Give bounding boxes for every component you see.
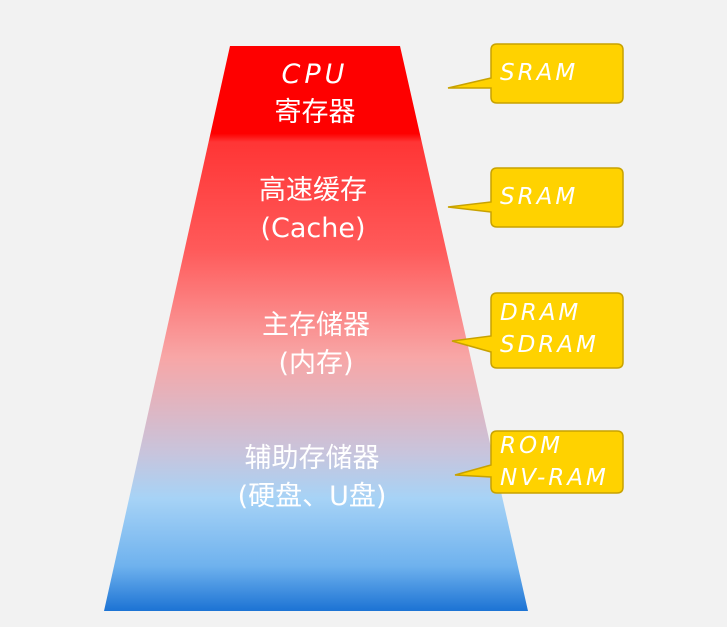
pyramid-shape — [104, 46, 528, 611]
callout-shape-2 — [447, 167, 624, 228]
callout-cache: SRAM — [490, 181, 622, 213]
callout-shape-1 — [447, 43, 624, 104]
level-cpu-registers: CPU 寄存器 — [275, 56, 356, 132]
callout-line1: DRAM — [500, 300, 582, 326]
callout-line1: SRAM — [500, 184, 579, 210]
callout-cpu-registers: SRAM — [490, 57, 622, 89]
level-label-line1: CPU — [281, 59, 349, 90]
level-main-memory: 主存储器 (内存) — [262, 307, 370, 383]
level-label-line2: (硬盘、U盘) — [237, 481, 387, 512]
level-label-line2: (内存) — [278, 348, 354, 379]
level-label-line1: 主存储器 — [262, 310, 370, 341]
callout-shape-4 — [454, 430, 624, 494]
callout-main-memory: DRAM SDRAM — [490, 297, 622, 361]
callout-line2: SDRAM — [500, 332, 599, 358]
callout-line1: SRAM — [500, 60, 579, 86]
level-label-line2: 寄存器 — [274, 97, 356, 128]
level-label-line1: 辅助存储器 — [244, 443, 380, 474]
level-cache: 高速缓存 (Cache) — [259, 172, 367, 248]
callout-line1: ROM — [500, 433, 563, 459]
level-secondary-storage: 辅助存储器 (硬盘、U盘) — [238, 440, 387, 516]
callout-shape-3 — [451, 292, 624, 369]
level-label-line1: 高速缓存 — [259, 175, 367, 206]
callout-line2: NV-RAM — [500, 465, 609, 491]
level-label-line2: (Cache) — [260, 213, 366, 244]
callout-secondary-storage: ROM NV-RAM — [490, 430, 622, 494]
